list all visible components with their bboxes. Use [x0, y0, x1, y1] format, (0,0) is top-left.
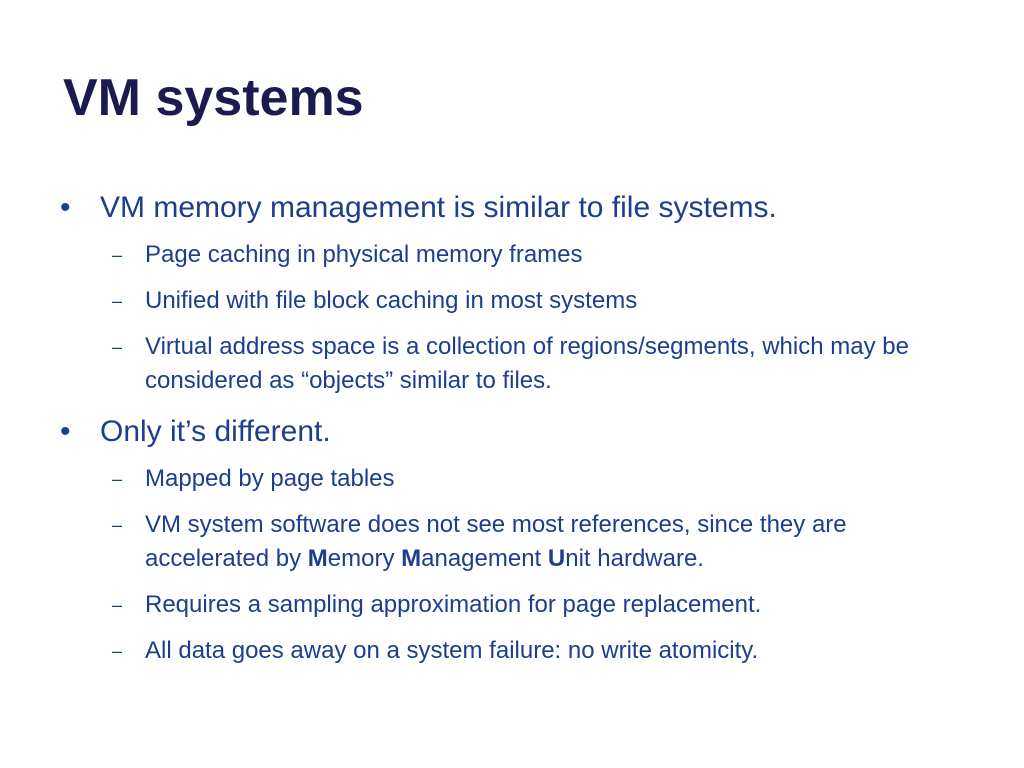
bullet-text: Only it’s different. — [100, 415, 331, 448]
acronym-letter-m: M — [401, 545, 422, 572]
sub-bullet-item: – Mapped by page tables — [112, 462, 972, 496]
sub-bullet-text-mmu: VM system software does not see most ref… — [145, 508, 972, 576]
sub-bullet-item: – Requires a sampling approximation for … — [112, 588, 972, 622]
sub-bullet-text: Requires a sampling approximation for pa… — [145, 591, 762, 618]
bullet-text: VM memory management is similar to file … — [100, 191, 777, 224]
sub-bullet-text: Unified with file block caching in most … — [145, 287, 638, 314]
bullet-marker: • — [60, 415, 71, 448]
dash-marker: – — [112, 291, 123, 311]
dash-marker: – — [112, 515, 123, 535]
bullet-marker: • — [60, 191, 71, 224]
text-segment: anagement — [421, 545, 548, 572]
dash-marker: – — [112, 595, 123, 615]
dash-marker: – — [112, 641, 123, 661]
sub-bullet-text: Virtual address space is a collection of… — [145, 333, 909, 394]
sub-bullet-item: – Virtual address space is a collection … — [112, 330, 972, 398]
sub-bullet-text: Page caching in physical memory frames — [145, 241, 583, 268]
dash-marker: – — [112, 469, 123, 489]
slide-title: VM systems — [63, 69, 364, 127]
sub-bullet-item: – Page caching in physical memory frames — [112, 238, 972, 272]
sub-bullet-item: – VM system software does not see most r… — [112, 508, 972, 576]
text-segment: VM system software does not see most ref… — [145, 511, 847, 572]
sub-bullet-text: All data goes away on a system failure: … — [145, 637, 759, 664]
sub-bullet-item: – Unified with file block caching in mos… — [112, 284, 972, 318]
text-segment: nit hardware. — [565, 545, 704, 572]
acronym-letter-m: M — [307, 545, 328, 572]
sub-bullet-text: Mapped by page tables — [145, 465, 395, 492]
sub-bullet-item: – All data goes away on a system failure… — [112, 634, 972, 668]
dash-marker: – — [112, 337, 123, 357]
dash-marker: – — [112, 245, 123, 265]
text-segment: emory — [327, 545, 402, 572]
acronym-letter-u: U — [547, 545, 566, 572]
